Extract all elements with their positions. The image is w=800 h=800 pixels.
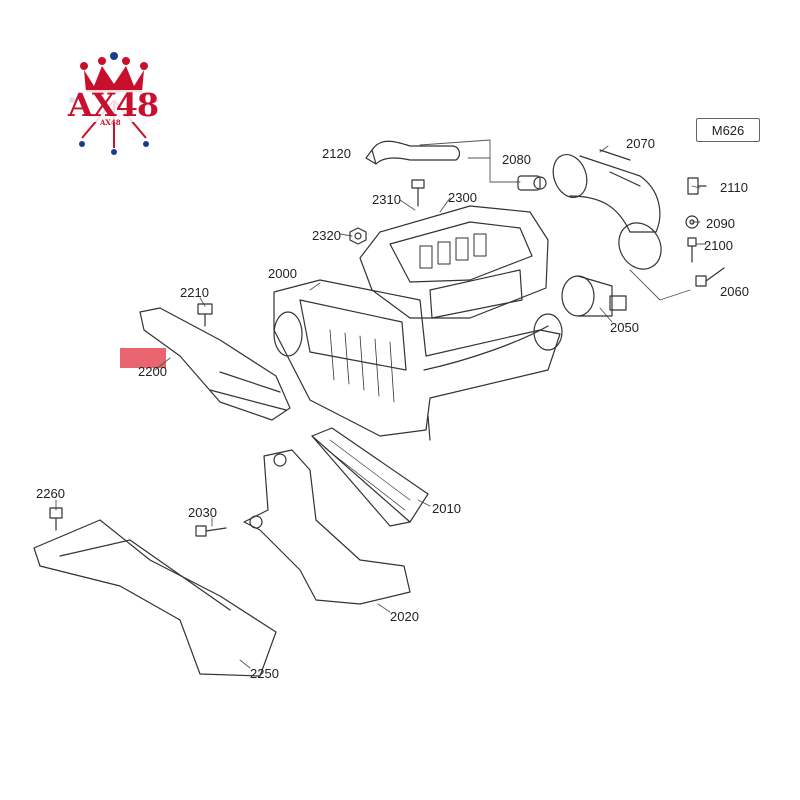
part-2200-intake-snorkel — [139, 307, 291, 421]
part-label-2090: 2090 — [706, 216, 735, 231]
part-label-2070: 2070 — [626, 136, 655, 151]
part-2250-cowl-panel — [33, 519, 277, 677]
highlight-marker — [120, 348, 166, 368]
brand-logo — [68, 52, 160, 155]
part-label-2000: 2000 — [268, 266, 297, 281]
part-label-2110: 2110 — [720, 180, 748, 195]
part-label-2210: 2210 — [180, 285, 209, 300]
part-label-2200: 2200 — [138, 364, 167, 379]
part-label-2030: 2030 — [188, 505, 217, 520]
part-label-2320: 2320 — [312, 228, 341, 243]
part-2090-grommet — [685, 215, 699, 229]
part-label-2100: 2100 — [704, 238, 733, 253]
part-2000-air-filter-housing — [273, 279, 563, 441]
part-2110-fitting — [687, 177, 707, 195]
part-label-2310: 2310 — [372, 192, 401, 207]
part-label-2080: 2080 — [502, 152, 531, 167]
part-2080-sensor — [517, 175, 547, 191]
part-2320-nut — [349, 227, 367, 245]
part-label-2010: 2010 — [432, 501, 461, 516]
part-2060-bolt — [695, 267, 725, 287]
part-label-2050: 2050 — [610, 320, 639, 335]
part-2030-bolt — [195, 525, 227, 537]
part-2020-bracket — [243, 449, 411, 605]
leader-lines — [55, 139, 707, 669]
part-label-2120: 2120 — [322, 146, 351, 161]
part-label-2300: 2300 — [448, 190, 477, 205]
logo-subtext: AX48 — [100, 118, 121, 127]
part-2310-bolt — [411, 179, 425, 207]
logo-text: AX48 — [68, 86, 159, 124]
part-label-2060: 2060 — [720, 284, 749, 299]
part-2050-air-mass-sensor — [561, 275, 627, 317]
part-2070-intake-duct — [552, 149, 662, 270]
part-2120-hose — [365, 140, 461, 165]
part-label-2020: 2020 — [390, 609, 419, 624]
part-label-2260: 2260 — [36, 486, 65, 501]
part-2010-filter-element — [311, 427, 429, 527]
part-2100-clip — [687, 237, 697, 263]
part-2300-engine-cover — [359, 205, 549, 319]
model-code-badge: M626 — [696, 118, 760, 142]
crown-icon — [80, 52, 148, 92]
part-2210-clip — [197, 303, 213, 327]
part-label-2250: 2250 — [250, 666, 279, 681]
part-2260-clip — [49, 507, 63, 531]
